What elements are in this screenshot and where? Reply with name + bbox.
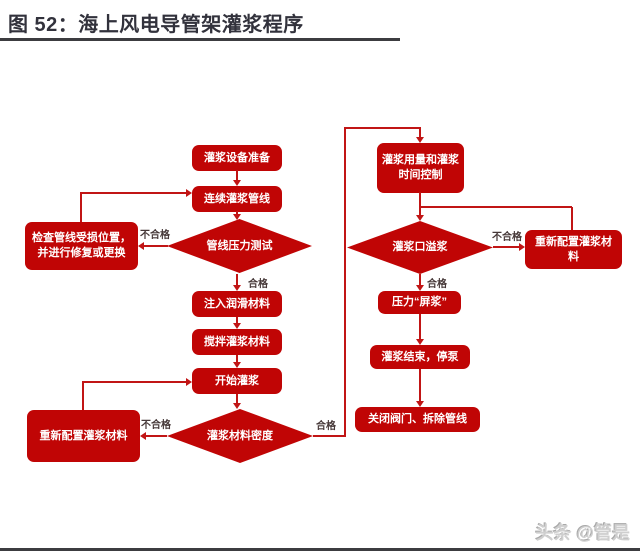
node-mix-grout-material: 搅拌灌浆材料	[192, 329, 282, 355]
connector-line	[420, 206, 572, 208]
arrowhead-down-icon	[233, 403, 241, 409]
node-grout-port-overflow-decision: 灌浆口溢浆	[347, 221, 493, 274]
arrowhead-down-icon	[233, 180, 241, 186]
connector-line	[146, 435, 167, 437]
connector-line	[80, 192, 187, 194]
arrowhead-down-icon	[416, 339, 424, 345]
edge-label-pass: 合格	[316, 421, 336, 432]
node-pressure-hold: 压力“屏浆”	[378, 291, 461, 314]
connector-line	[493, 246, 519, 248]
edge-label-pass: 合格	[248, 279, 268, 290]
bottom-border-rule	[0, 548, 640, 551]
arrowhead-right-icon	[519, 243, 525, 251]
connector-line	[419, 369, 421, 402]
figure-title: 图 52：海上风电导管架灌浆程序	[8, 14, 304, 36]
node-reconfigure-grout-material-left: 重新配置灌浆材料	[27, 410, 140, 462]
connector-line	[82, 381, 187, 383]
connector-line	[82, 382, 84, 410]
arrowhead-left-icon	[138, 242, 144, 250]
arrowhead-down-icon	[233, 214, 241, 220]
arrowhead-down-icon	[416, 285, 424, 291]
arrowhead-down-icon	[416, 215, 424, 221]
connector-line	[344, 128, 346, 437]
node-inject-lubricant: 注入润滑材料	[192, 291, 282, 317]
title-underline-rule	[0, 38, 400, 41]
edge-label-pass: 合格	[427, 279, 447, 290]
connector-line	[419, 192, 421, 216]
node-close-valve-remove-pipeline: 关闭阀门、拆除管线	[355, 407, 480, 432]
connector-line	[236, 170, 238, 181]
connector-line	[419, 314, 421, 340]
connector-line	[236, 355, 238, 363]
connector-line	[144, 245, 168, 247]
edge-label-fail: 不合格	[140, 230, 170, 241]
connector-line	[236, 394, 238, 404]
node-grout-material-density-decision: 灌浆材料密度	[167, 409, 313, 463]
node-reconfigure-grout-material-right: 重新配置灌浆材料	[525, 230, 622, 269]
node-check-pipeline-damage: 检查管线受损位置，并进行修复或更换	[25, 222, 138, 270]
connector-line	[80, 193, 82, 222]
connector-line	[236, 211, 238, 215]
connector-line	[419, 274, 421, 286]
arrowhead-left-icon	[140, 432, 146, 440]
connector-line	[236, 274, 238, 286]
arrowhead-down-icon	[233, 323, 241, 329]
node-grouting-end-stop-pump: 灌浆结束，停泵	[370, 345, 470, 369]
node-grout-equipment-prep: 灌浆设备准备	[192, 145, 282, 171]
edge-label-fail: 不合格	[492, 232, 522, 243]
node-grout-amount-time-control: 灌浆用量和灌浆时间控制	[377, 143, 464, 193]
connector-line	[419, 127, 421, 138]
watermark: 头条 @管是	[535, 523, 630, 543]
connector-line	[236, 317, 238, 324]
arrowhead-down-icon	[416, 401, 424, 407]
arrowhead-right-icon	[186, 378, 192, 386]
arrowhead-down-icon	[416, 137, 424, 143]
node-continuous-grout-pipeline: 连续灌浆管线	[192, 186, 282, 212]
arrowhead-down-icon	[233, 362, 241, 368]
connector-line	[571, 207, 573, 230]
arrowhead-right-icon	[186, 189, 192, 197]
connector-line	[344, 127, 420, 129]
node-pipeline-pressure-test-decision: 管线压力测试	[167, 219, 312, 273]
node-start-grouting: 开始灌浆	[192, 368, 282, 394]
connector-line	[313, 435, 346, 437]
arrowhead-down-icon	[233, 285, 241, 291]
edge-label-fail: 不合格	[141, 420, 171, 431]
